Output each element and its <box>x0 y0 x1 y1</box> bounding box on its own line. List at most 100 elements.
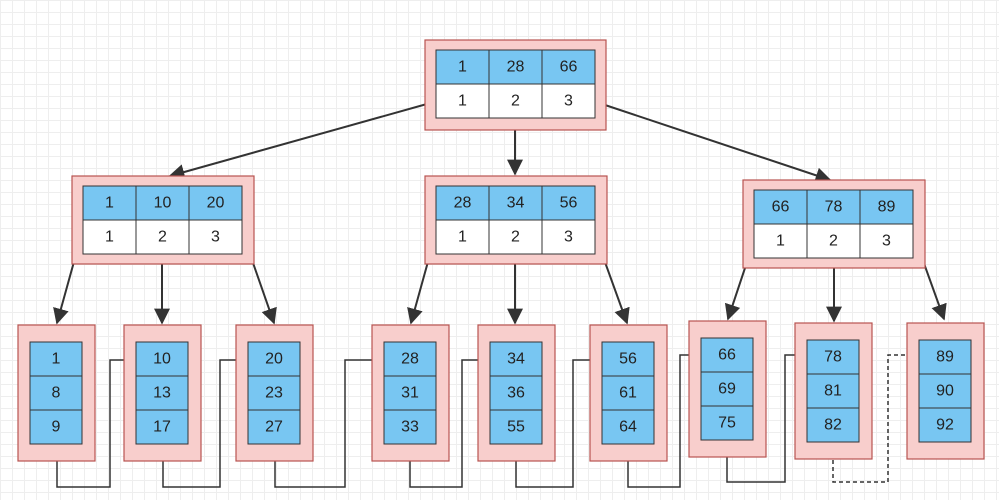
leaf-node-9: 89 90 92 <box>906 322 985 460</box>
pointer-cell-box <box>806 223 861 259</box>
pointer-cell: 3 <box>882 233 891 250</box>
leaf-value-cell-box <box>135 341 189 377</box>
pointer-cell-box <box>135 219 190 255</box>
leaf-value-cell-box <box>247 375 301 411</box>
leaf-value-cell-box <box>700 405 754 441</box>
leaf-value-cell: 8 <box>52 385 61 402</box>
pointer-cell-box <box>188 219 243 255</box>
leaf-value-cell-box <box>806 407 860 443</box>
leaf-value-cell: 89 <box>936 349 954 366</box>
key-cell: 1 <box>458 59 467 76</box>
pointer-cell-box <box>541 219 596 255</box>
leaf-value-cell: 61 <box>619 385 637 402</box>
key-cell: 1 <box>105 195 114 212</box>
leaf-value-cell-box <box>135 409 189 445</box>
leaf-value-cell: 81 <box>824 383 842 400</box>
leaf-link-7-8 <box>726 349 810 483</box>
pointer-cell: 3 <box>211 229 220 246</box>
pointer-cell-box <box>82 219 137 255</box>
leaf-value-cell: 23 <box>265 385 283 402</box>
leaf-value-cell: 64 <box>619 419 637 436</box>
edge-root-internal-1 <box>168 101 435 180</box>
pointer-cell-box <box>859 223 914 259</box>
leaf-value-cell: 56 <box>619 351 637 368</box>
key-cell: 56 <box>560 195 578 212</box>
key-cell: 66 <box>560 59 578 76</box>
leaf-links <box>56 349 922 488</box>
leaf-value-cell: 9 <box>52 419 61 436</box>
pointer-cell-box <box>435 83 490 119</box>
leaf-link-3-4 <box>274 354 388 488</box>
key-cell-box <box>541 49 596 85</box>
leaf-link-5-6 <box>515 354 606 488</box>
leaf-value-cell: 34 <box>507 351 525 368</box>
leaf-value-cell: 13 <box>153 385 171 402</box>
key-cell: 78 <box>825 199 843 216</box>
leaf-value-cell: 31 <box>401 385 419 402</box>
leaf-link-1-2 <box>56 354 137 488</box>
leaf-value-cell: 78 <box>824 349 842 366</box>
pointer-cell: 2 <box>158 229 167 246</box>
leaf-value-cell-box <box>601 375 655 411</box>
key-cell-box <box>135 185 190 221</box>
leaf-link-4-5 <box>409 354 494 488</box>
leaf-value-cell-box <box>700 371 754 407</box>
pointer-cell: 1 <box>776 233 785 250</box>
leaf-value-cell: 1 <box>52 351 61 368</box>
leaf-value-cell: 17 <box>153 419 171 436</box>
leaf-value-cell: 27 <box>265 419 283 436</box>
pointer-cell: 1 <box>105 229 114 246</box>
key-cell: 20 <box>207 195 225 212</box>
leaf-value-cell: 28 <box>401 351 419 368</box>
leaf-value-cell: 82 <box>824 417 842 434</box>
leaf-node-5: 34 36 55 <box>477 324 556 462</box>
leaf-value-cell: 92 <box>936 417 954 434</box>
leaf-value-cell-box <box>29 375 83 411</box>
key-cell-box <box>488 185 543 221</box>
leaf-value-cell-box <box>383 409 437 445</box>
leaf-value-cell-box <box>918 339 972 375</box>
pointer-cell-box <box>488 219 543 255</box>
leaf-value-cell: 33 <box>401 419 419 436</box>
key-cell: 28 <box>454 195 472 212</box>
leaf-value-cell-box <box>806 373 860 409</box>
leaf-value-cell-box <box>489 341 543 377</box>
pointer-cell: 2 <box>511 93 520 110</box>
leaf-node-2: 10 13 17 <box>123 324 202 462</box>
pointer-cell-box <box>541 83 596 119</box>
leaf-value-cell: 69 <box>718 381 736 398</box>
leaf-node-6: 56 61 64 <box>589 324 668 462</box>
leaf-value-cell-box <box>383 375 437 411</box>
leaf-value-cell-box <box>29 409 83 445</box>
leaf-node-1: 1 8 9 <box>17 324 96 462</box>
key-cell-box <box>541 185 596 221</box>
leaf-link-2-3 <box>162 354 250 488</box>
leaf-value-cell-box <box>247 409 301 445</box>
leaf-value-cell-box <box>601 341 655 377</box>
pointer-cell: 2 <box>511 229 520 246</box>
key-cell: 89 <box>878 199 896 216</box>
leaf-value-cell: 10 <box>153 351 171 368</box>
leaf-value-cell: 75 <box>718 415 736 432</box>
leaf-value-cell-box <box>489 409 543 445</box>
leaf-value-cell: 36 <box>507 385 525 402</box>
key-cell-box <box>82 185 137 221</box>
key-cell-box <box>188 185 243 221</box>
leaf-value-cell: 55 <box>507 419 525 436</box>
key-cell-box <box>488 49 543 85</box>
pointer-cell: 3 <box>564 229 573 246</box>
key-cell: 34 <box>507 195 525 212</box>
pointer-cell: 1 <box>458 93 467 110</box>
leaf-value-cell: 90 <box>936 383 954 400</box>
leaf-value-cell-box <box>918 373 972 409</box>
leaf-value-cell-box <box>135 375 189 411</box>
leaf-value-cell-box <box>806 339 860 375</box>
leaf-value-cell-box <box>700 337 754 373</box>
pointer-cell: 3 <box>564 93 573 110</box>
